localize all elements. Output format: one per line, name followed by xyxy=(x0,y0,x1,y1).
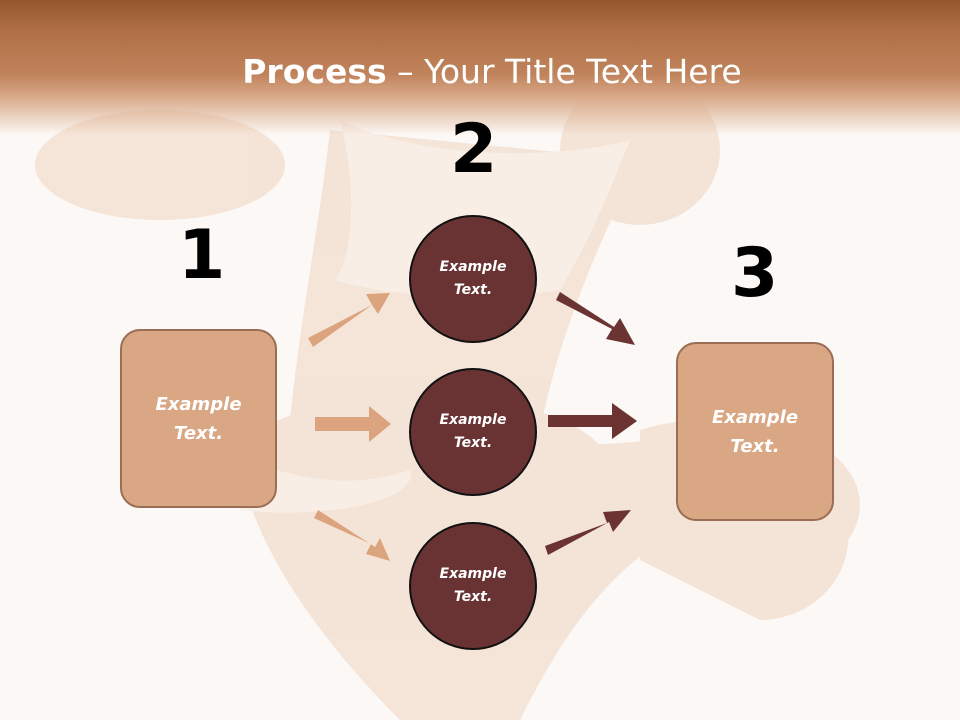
title-bold-text: Process xyxy=(242,52,387,91)
arrow-circle-3-to-right xyxy=(545,510,631,555)
step-1-box-text: Example Text. xyxy=(155,393,242,444)
circle-top-text: Example Text. xyxy=(439,259,507,298)
arrow-left-to-circle-3 xyxy=(314,510,390,561)
step-3-box-text: Example Text. xyxy=(711,406,799,457)
step-3-box: Example Text. xyxy=(676,342,834,521)
step-number-3: 3 xyxy=(731,234,779,313)
circle-bottom-text: Example Text. xyxy=(439,566,507,605)
arrow-circle-2-to-right xyxy=(548,403,637,439)
page-title: Process – Your Title Text Here xyxy=(0,52,960,91)
step-2-circle-bottom: Example Text. xyxy=(409,522,537,650)
step-number-2: 2 xyxy=(450,110,498,189)
step-2-circle-top: Example Text. xyxy=(409,215,537,343)
arrow-left-to-circle-1 xyxy=(308,293,390,347)
arrow-circle-1-to-right xyxy=(556,292,635,345)
title-banner xyxy=(0,0,960,135)
step-number-1: 1 xyxy=(178,216,226,295)
arrow-left-to-circle-2 xyxy=(315,406,391,442)
step-2-circle-middle: Example Text. xyxy=(409,368,537,496)
title-rest-text: – Your Title Text Here xyxy=(386,52,742,91)
step-1-box: Example Text. xyxy=(120,329,277,508)
circle-middle-text: Example Text. xyxy=(439,412,507,451)
